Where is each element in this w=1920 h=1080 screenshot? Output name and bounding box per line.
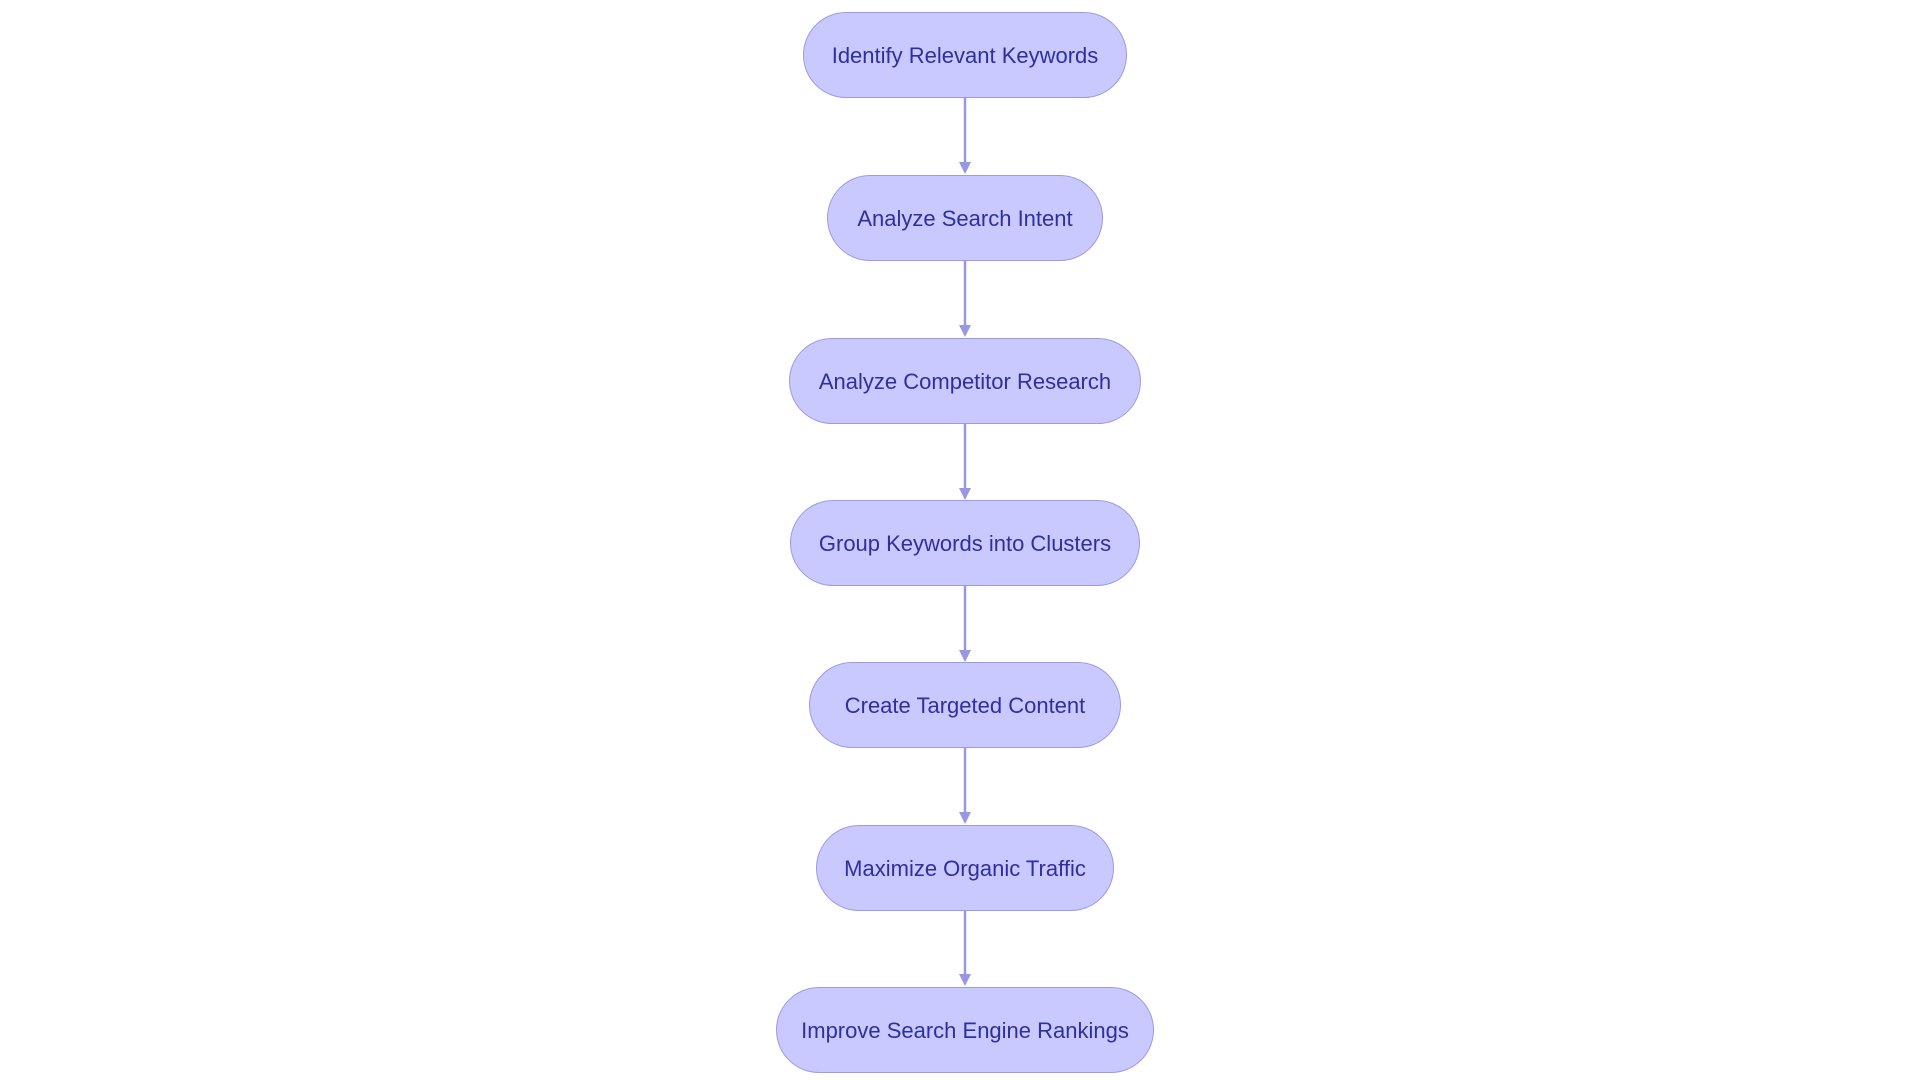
node-identify-relevant-keywords: Identify Relevant Keywords bbox=[803, 12, 1127, 98]
node-analyze-competitor-research: Analyze Competitor Research bbox=[789, 338, 1141, 424]
node-create-targeted-content: Create Targeted Content bbox=[809, 662, 1121, 748]
node-group-keywords-into-clusters: Group Keywords into Clusters bbox=[790, 500, 1140, 586]
node-improve-search-engine-rankings: Improve Search Engine Rankings bbox=[776, 987, 1154, 1073]
node-analyze-search-intent: Analyze Search Intent bbox=[827, 175, 1103, 261]
node-maximize-organic-traffic: Maximize Organic Traffic bbox=[816, 825, 1114, 911]
